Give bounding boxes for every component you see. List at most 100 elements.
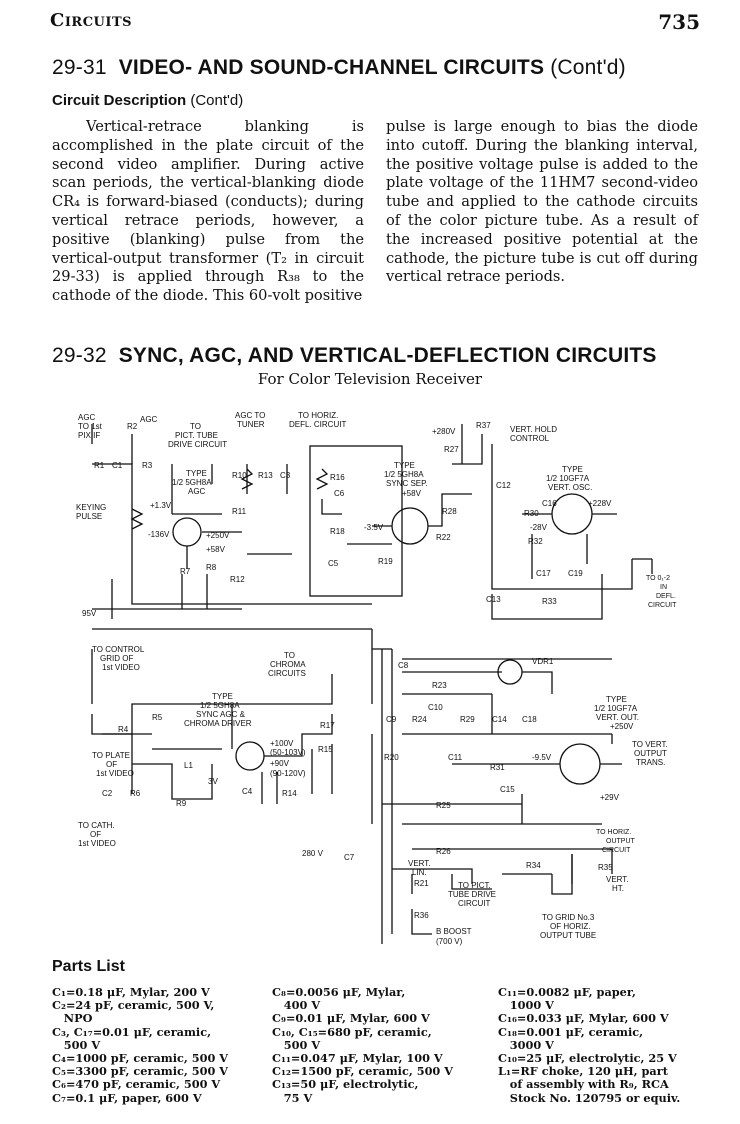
label-228v: +228V	[588, 499, 612, 508]
component-label-r34: R34	[526, 861, 541, 870]
label-type-sync-3: SYNC SEP.	[386, 479, 428, 488]
parts-item: C₉=0.01 μF, Mylar, 600 V	[272, 1011, 430, 1026]
body-right-column: pulse is large enough to bias the diode …	[386, 118, 698, 287]
label-vert-ht-2: HT.	[612, 884, 624, 893]
parts-list-title: Parts List	[52, 958, 125, 975]
label-29v: +29V	[600, 793, 620, 802]
parts-item: C₅=3300 pF, ceramic, 500 V	[52, 1064, 229, 1079]
label-90v: +90V	[270, 759, 290, 768]
parts-item: 400 V	[272, 998, 321, 1013]
parts-item: 1000 V	[498, 998, 554, 1013]
component-label-c17: C17	[536, 569, 551, 578]
label-to-ctrl-grid-2: GRID OF	[100, 654, 133, 663]
label-280v: +280V	[432, 427, 456, 436]
label-to-plate-2: OF	[106, 760, 117, 769]
component-label-r13: R13	[258, 471, 273, 480]
label-58v: +58V	[402, 489, 422, 498]
section-number: 29-32	[52, 344, 107, 367]
component-label-c3: C3	[280, 471, 291, 480]
component-label-r36: R36	[414, 911, 429, 920]
component-label-r19: R19	[378, 557, 393, 566]
component-label-c15: C15	[500, 785, 515, 794]
label-100v: +100V	[270, 739, 294, 748]
component-label-r11: R11	[232, 507, 247, 516]
label-sync-agc-4: CHROMA DRIVER	[184, 719, 252, 728]
label-50-103v: (50-103V)	[270, 748, 306, 757]
label-to-chroma-2: CHROMA	[270, 660, 306, 669]
label-vert-out-3: VERT. OUT.	[596, 713, 639, 722]
label-to-grid3-3: OUTPUT TUBE	[540, 931, 596, 940]
parts-item: 3000 V	[498, 1037, 554, 1052]
component-label-c4: C4	[242, 787, 253, 796]
label-keying-1: KEYING	[76, 503, 106, 512]
label-r27: R27	[444, 445, 459, 454]
label-vert-ht-1: VERT.	[606, 875, 629, 884]
component-label-r22: R22	[436, 533, 451, 542]
parts-item: C₄=1000 pF, ceramic, 500 V	[52, 1051, 229, 1066]
label-keying-2: PULSE	[76, 512, 102, 521]
component-label-c1: C1	[112, 461, 123, 470]
component-label-r7: R7	[180, 567, 191, 576]
label-to-horiz-out-3: CIRCUIT	[602, 847, 631, 854]
label-vert-hold-2: CONTROL	[510, 434, 550, 443]
parts-item: C₁₆=0.033 μF, Mylar, 600 V	[498, 1011, 669, 1026]
component-label-c6: C6	[334, 489, 345, 498]
component-label-r16: R16	[330, 473, 345, 482]
label-r37: R37	[476, 421, 491, 430]
component-label-r29: R29	[460, 715, 475, 724]
parts-item: C₈=0.0056 μF, Mylar,	[272, 985, 406, 999]
label-to-vert-2: OUTPUT	[634, 749, 667, 758]
component-label-r31: R31	[490, 763, 505, 772]
parts-item: C₁₁=0.0082 μF, paper,	[498, 985, 636, 999]
component-label-c9: C9	[386, 715, 397, 724]
component-label-c19: C19	[568, 569, 583, 578]
label-b-boost-1: B BOOST	[436, 927, 472, 936]
component-label-r4: R4	[118, 725, 129, 734]
label-to-defl-4: CIRCUIT	[648, 602, 677, 609]
component-label-r2: R2	[127, 422, 138, 431]
component-label-r23: R23	[432, 681, 447, 690]
label-to-pict-drive-2: TUBE DRIVE	[448, 890, 496, 899]
label-to-defl-2: IN	[660, 584, 667, 591]
parts-item: C₇=0.1 μF, paper, 600 V	[52, 1090, 202, 1105]
component-label-r28: R28	[442, 507, 457, 516]
label-type-agc-2: 1/2 5GH8A	[172, 478, 212, 487]
label-250v-a: +250V	[206, 531, 230, 540]
label-to-horiz-1: TO HORIZ.	[298, 411, 338, 420]
component-label-c12: C12	[496, 481, 511, 490]
component-label-r30: R30	[524, 509, 539, 518]
component-label-c5: C5	[328, 559, 339, 568]
label-type-vosc-2: 1/2 10GF7A	[546, 474, 590, 483]
label-to-ctrl-grid-1: TO CONTROL	[92, 645, 145, 654]
label-agc-pix-if-3: PIX IF	[78, 431, 100, 440]
parts-item: C₁₃=50 μF, electrolytic,	[272, 1077, 419, 1092]
label-58v-b: +58V	[206, 545, 226, 554]
parts-item: C₂=24 pF, ceramic, 500 V,	[52, 998, 215, 1013]
component-label-r14: R14	[282, 789, 297, 798]
component-label-c11: C11	[448, 753, 463, 762]
label-28v: -28V	[530, 523, 548, 532]
component-label-r18: R18	[330, 527, 345, 536]
label-to-cath-2: OF	[90, 830, 101, 839]
parts-item: C₆=470 pF, ceramic, 500 V	[52, 1077, 221, 1092]
component-label-c18: C18	[522, 715, 537, 724]
section-title: VIDEO- AND SOUND-CHANNEL CIRCUITS	[118, 56, 545, 79]
component-label-r26: R26	[436, 847, 451, 856]
body-left-column: Vertical-retrace blanking is accomplishe…	[52, 118, 364, 306]
label-vert-out-1: TYPE	[606, 695, 627, 704]
component-label-r35: R35	[598, 863, 613, 872]
parts-item: C₁=0.18 μF, Mylar, 200 V	[52, 985, 210, 999]
parts-item: C₁₀=25 μF, electrolytic, 25 V	[498, 1051, 677, 1066]
label-vert-hold-1: VERT. HOLD	[510, 425, 557, 434]
label-type-sync-1: TYPE	[394, 461, 415, 470]
label-35v: -3.5V	[364, 523, 384, 532]
label-to-chroma-1: TO	[284, 651, 295, 660]
component-label-c2: C2	[102, 789, 113, 798]
subheading: Circuit Description (Cont'd)	[52, 92, 243, 109]
label-agc: AGC	[140, 415, 158, 424]
label-vdr1: VDR1	[532, 657, 554, 666]
component-label-c8: C8	[398, 661, 409, 670]
component-label-r1: R1	[94, 461, 105, 470]
